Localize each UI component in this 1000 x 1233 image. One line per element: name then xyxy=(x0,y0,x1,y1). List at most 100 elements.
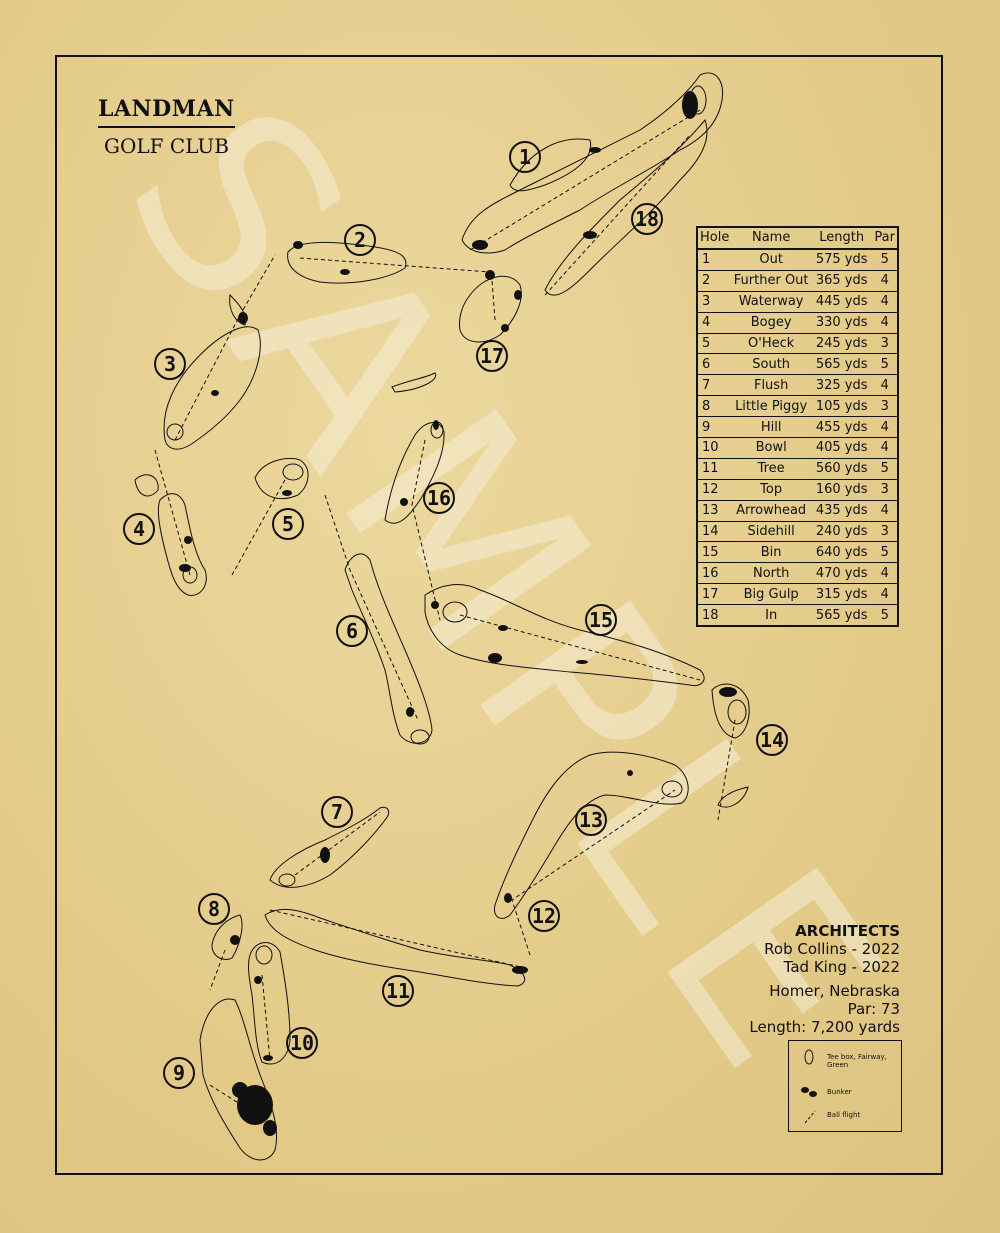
cell-length: 455 yds xyxy=(810,416,873,439)
cell-hole: 4 xyxy=(697,312,732,334)
hole-5-marker: 5 xyxy=(272,508,304,540)
cell-par: 5 xyxy=(872,604,898,627)
cell-hole: 12 xyxy=(697,479,732,501)
cell-name: Tree xyxy=(731,458,811,480)
cell-name: South xyxy=(731,353,811,376)
hole-14-marker: 14 xyxy=(756,724,788,756)
cell-length: 445 yds xyxy=(810,291,873,313)
cell-hole: 7 xyxy=(697,374,732,397)
course-length: Length: 7,200 yards xyxy=(749,1018,900,1036)
cell-name: Hill xyxy=(731,416,811,439)
ball-flights xyxy=(154,109,736,1119)
cell-length: 575 yds xyxy=(810,249,873,271)
legend-tee-label: Tee box, Fairway, Green xyxy=(827,1053,887,1069)
course-title: LANDMAN GOLF CLUB xyxy=(98,96,235,158)
cell-name: Waterway xyxy=(731,291,811,313)
cell-hole: 3 xyxy=(697,291,732,313)
cell-length: 240 yds xyxy=(810,521,873,543)
cell-par: 5 xyxy=(872,353,898,376)
course-par: Par: 73 xyxy=(847,1000,900,1018)
cell-par: 4 xyxy=(872,437,898,459)
cell-length: 245 yds xyxy=(810,333,873,355)
hole-8-marker: 8 xyxy=(198,893,230,925)
course-subtitle: GOLF CLUB xyxy=(104,134,229,158)
cell-hole: 5 xyxy=(697,333,732,355)
architects-heading: ARCHITECTS xyxy=(795,922,900,940)
scorecard-header-row: Hole Name Length Par xyxy=(697,227,898,250)
cell-name: Big Gulp xyxy=(731,583,811,606)
cell-par: 3 xyxy=(872,395,898,418)
cell-hole: 17 xyxy=(697,583,732,606)
ball-flight-icon xyxy=(804,1110,816,1124)
cell-hole: 18 xyxy=(697,604,732,627)
cell-hole: 1 xyxy=(697,249,732,271)
cell-name: Bowl xyxy=(731,437,811,459)
course-location: Homer, Nebraska xyxy=(769,982,900,1000)
cell-hole: 10 xyxy=(697,437,732,459)
cell-name: North xyxy=(731,562,811,585)
cell-name: Further Out xyxy=(731,270,811,292)
hole-12-marker: 12 xyxy=(528,900,560,932)
cell-par: 3 xyxy=(872,521,898,543)
hole-10-marker: 10 xyxy=(286,1027,318,1059)
bunkers xyxy=(179,91,737,1136)
cell-length: 640 yds xyxy=(810,541,873,564)
cell-hole: 2 xyxy=(697,270,732,292)
cell-length: 560 yds xyxy=(810,458,873,480)
cell-length: 325 yds xyxy=(810,374,873,397)
header-length: Length xyxy=(810,227,873,250)
header-hole: Hole xyxy=(697,227,732,250)
cell-par: 3 xyxy=(872,333,898,355)
cell-name: Top xyxy=(731,479,811,501)
hole-9-marker: 9 xyxy=(163,1057,195,1089)
hole-11-marker: 11 xyxy=(382,975,414,1007)
cell-par: 5 xyxy=(872,249,898,271)
legend-flight-label: Ball flight xyxy=(827,1111,861,1119)
cell-hole: 11 xyxy=(697,458,732,480)
cell-length: 405 yds xyxy=(810,437,873,459)
course-name: LANDMAN xyxy=(98,96,235,128)
cell-name: Arrowhead xyxy=(731,500,811,522)
cell-length: 365 yds xyxy=(810,270,873,292)
cell-name: Little Piggy xyxy=(731,395,811,418)
hole-4-marker: 4 xyxy=(123,513,155,545)
cell-length: 160 yds xyxy=(810,479,873,501)
cell-par: 4 xyxy=(872,562,898,585)
cell-length: 330 yds xyxy=(810,312,873,334)
cell-length: 435 yds xyxy=(810,500,873,522)
tee-fairway-green-icon xyxy=(804,1049,814,1065)
cell-hole: 6 xyxy=(697,353,732,376)
hole-7-marker: 7 xyxy=(321,796,353,828)
cell-name: In xyxy=(731,604,811,627)
hole-2-marker: 2 xyxy=(344,224,376,256)
architect-line: Tad King - 2022 xyxy=(783,958,900,976)
cell-length: 105 yds xyxy=(810,395,873,418)
fairways xyxy=(134,72,750,1161)
architects-block: ARCHITECTS Rob Collins - 2022 Tad King -… xyxy=(749,922,900,1036)
cell-hole: 8 xyxy=(697,395,732,418)
bunker-icon xyxy=(801,1087,809,1093)
hole-3-marker: 3 xyxy=(154,348,186,380)
cell-name: Sidehill xyxy=(731,521,811,543)
header-par: Par xyxy=(872,227,898,250)
bunker-icon xyxy=(809,1091,817,1097)
hole-18-marker: 18 xyxy=(631,203,663,235)
cell-length: 565 yds xyxy=(810,604,873,627)
